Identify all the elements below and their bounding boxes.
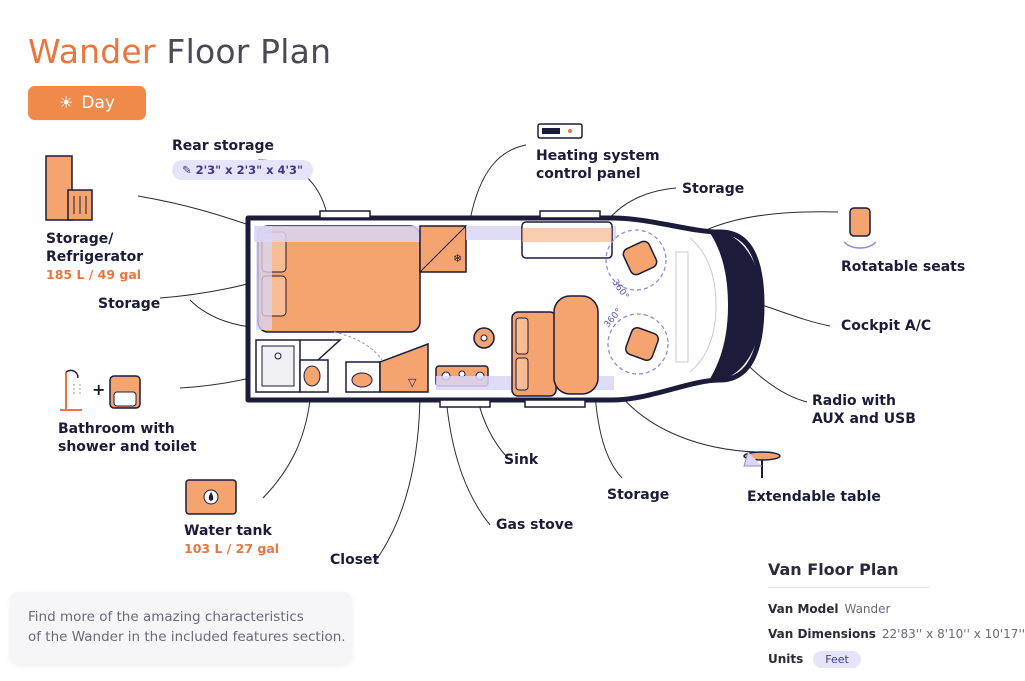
water-tank-capacity: 103 L / 27 gal xyxy=(184,541,280,556)
rear-storage-label: Rear storage xyxy=(172,138,275,154)
day-mode-label: Day xyxy=(81,93,115,113)
rotatable-seats-label: Rotatable seats xyxy=(841,259,966,275)
units-toggle[interactable]: Feet xyxy=(813,651,861,668)
rear-storage-dimensions: ✎2'3" x 2'3" x 4'3" xyxy=(172,160,314,180)
bathroom-plus-sign: + xyxy=(92,380,106,399)
sink-label: Sink xyxy=(504,452,539,468)
storage-top-label: Storage xyxy=(682,181,745,197)
storage-bottom-label: Storage xyxy=(607,487,670,503)
floor-plan-diagram: ❄ ▽ xyxy=(45,123,877,561)
sun-icon: ☀ xyxy=(59,93,74,112)
gas-stove-label: Gas stove xyxy=(496,517,574,533)
pencil-icon: ✎ xyxy=(182,163,192,177)
svg-text:❄: ❄ xyxy=(453,252,462,265)
van-interior: ❄ ▽ xyxy=(254,221,689,397)
page-title: Wander Floor Plan xyxy=(28,32,331,71)
cockpit-ac-label: Cockpit A/C xyxy=(841,318,932,334)
closet-label: Closet xyxy=(330,552,380,568)
day-mode-button[interactable]: ☀ Day xyxy=(28,86,146,120)
info-line-2: of the Wander in the included features s… xyxy=(28,629,346,645)
water-tank-label: Water tank 103 L / 27 gal xyxy=(184,523,280,556)
storage-left-label: Storage xyxy=(98,296,161,312)
shower-icon xyxy=(60,372,82,411)
refrigerator-label: Storage/Refrigerator 185 L / 49 gal xyxy=(46,231,144,282)
svg-text:▽: ▽ xyxy=(408,376,417,389)
features-info-box: Find more of the amazing characteristics… xyxy=(10,592,352,664)
info-line-1: Find more of the amazing characteristics xyxy=(28,609,304,625)
spec-title: Van Floor Plan xyxy=(768,560,930,588)
seat-icon xyxy=(849,207,871,237)
extendable-table-label: Extendable table xyxy=(747,489,881,505)
title-accent: Wander xyxy=(28,32,156,71)
refrigerator-capacity: 185 L / 49 gal xyxy=(46,267,142,282)
external-icons xyxy=(45,123,877,515)
title-rest: Floor Plan xyxy=(166,32,332,71)
